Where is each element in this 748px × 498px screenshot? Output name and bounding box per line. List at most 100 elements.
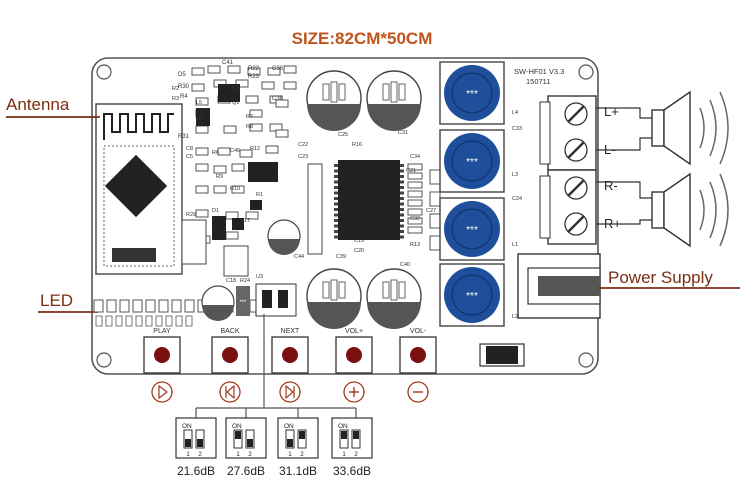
capacitor-stripe [367,104,421,131]
icon-ring [279,381,301,403]
component-label: C20 [354,248,364,254]
right-speaker-icon [651,172,729,248]
ic-pin [400,186,404,189]
icon-ring [219,381,241,403]
component-label: R4 [180,94,188,100]
button-back: BACK [211,328,249,403]
ic-pin [334,169,338,173]
gain-dip-switch [255,283,297,317]
button-label: NEXT [281,328,300,335]
button-play: PLAY [143,328,181,403]
dip-toggle [235,431,241,439]
ic-pin [334,175,338,178]
icon-glyph [226,384,235,400]
power-supply-callout: Power Supply [608,268,713,287]
mounting-hole [578,352,594,368]
led-resistor [155,315,163,327]
capacitor-mark [382,83,390,101]
gain-connector-lines [195,314,357,418]
dip-number: 2 [300,452,304,458]
button-vol-down: VOL- [399,328,437,403]
dip-number: 2 [248,452,252,458]
ic-pin [400,175,404,178]
gain-value-label: 21.6dB [177,464,215,478]
ic-pin [334,219,338,222]
antenna-trace [103,113,174,140]
component-label: C33 [512,126,522,132]
component-label: L4 [512,110,518,116]
component-label: C24 [512,196,522,202]
inductor: *** [439,263,505,327]
dip-toggle [341,431,347,439]
component-label: C5 [186,154,193,160]
ic-pin [334,202,338,206]
smd-component [250,200,262,210]
smd-component [407,226,423,234]
button-next: NEXT [271,328,309,403]
led-resistor [175,315,183,327]
led-indicator [145,299,156,313]
dip-on-label: ON [182,423,192,430]
smd-component [239,149,253,158]
component-label: R22 [248,66,260,72]
electrolytic-capacitor [306,268,362,329]
power-jack [517,253,601,319]
smd-component [407,190,423,198]
component-label: R8 [246,124,253,130]
button-label: VOL- [410,328,427,335]
inductor-ring [451,140,493,182]
ic-pin [400,180,404,184]
fuse [479,343,525,367]
ic-pin [400,202,404,206]
button-label: VOL+ [345,328,363,335]
antenna-callout: Antenna [6,95,70,114]
regulator [181,219,207,265]
led-resistor [185,315,193,327]
smd-component [231,163,245,172]
smd-component [265,145,279,154]
component-label: R6 [212,150,219,156]
inductor-marking: *** [466,89,478,100]
dip-toggle [287,439,293,447]
smd-component [407,172,423,180]
component-label: C40 [400,262,410,268]
ic-chip [218,84,240,102]
component-label: Q2 [196,116,203,122]
component-label: C41 [222,60,234,66]
capacitor-mark [322,281,330,299]
smd-component [407,181,423,189]
smd-component [249,109,263,118]
led-resistor [95,315,103,327]
board-date-label: 150711 [526,77,550,86]
ic-pin [400,191,404,195]
smd-component [429,169,441,185]
component-label: C44 [294,254,304,260]
terminal-block: L+L- [539,95,619,171]
smd-component [261,81,275,90]
ic-pin [400,197,404,200]
diode [212,216,226,240]
button-label: BACK [220,328,239,335]
component-label: R30 [178,84,190,90]
inductor: *** [439,61,505,125]
component-label: R10 [230,186,240,192]
inductor-marking: *** [466,291,478,302]
capacitor-mark [330,81,338,103]
button-cap [222,347,238,363]
capacitor-mark [390,81,398,103]
terminal-side [539,175,551,239]
component-label: R1 [256,192,263,198]
component-label: U3 [256,274,263,280]
ic-pin [400,169,404,173]
component-label: C8 [186,146,193,152]
component-label: C31 [398,130,408,136]
capacitor-mark [382,281,390,299]
component-label: R31 [178,134,190,140]
led-indicator [132,299,143,313]
smd-component [249,123,263,132]
smd-component [225,211,239,220]
small-ic [307,163,323,255]
